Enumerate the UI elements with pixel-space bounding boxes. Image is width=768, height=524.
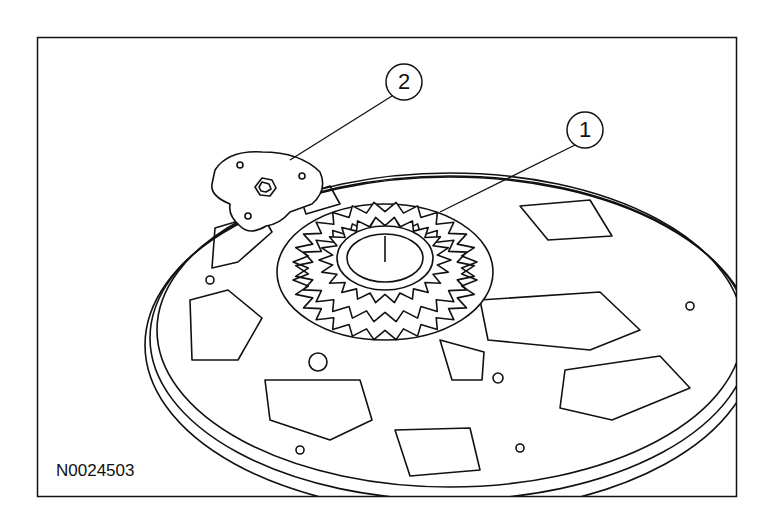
cover-plate [212,152,323,231]
leader-line [440,145,575,212]
figure-code: N0024503 [56,462,134,479]
window-cutout [560,356,690,420]
hex-nut [255,178,276,196]
callout-number: 1 [579,119,591,141]
plate-hole [245,213,251,219]
bolt-hole [516,444,524,452]
window-cutout [395,428,480,476]
bolt-hole [309,353,327,371]
bolt-hole [493,373,503,383]
inner-gear [319,217,451,302]
outer-gear-side [293,220,477,339]
gear-hub [337,226,433,290]
callout-circle [386,64,422,100]
leader-line [290,96,392,160]
callout-number: 2 [398,71,410,93]
window-cutout [440,340,484,380]
callout-circle [567,112,603,148]
window-cutout [480,292,640,350]
bolt-hole [206,276,214,284]
hex-nut [259,182,271,192]
window-cutout [520,200,612,240]
bolt-hole [686,302,694,310]
plate-hole [237,162,243,168]
bolt-hole [296,446,304,454]
window-cutout [190,290,262,360]
window-cutout [265,380,372,440]
bore-key [384,236,386,262]
gear-bore [347,234,423,282]
figure-frame [38,38,737,497]
plate-hole [299,173,305,179]
outer-gear [293,202,477,321]
